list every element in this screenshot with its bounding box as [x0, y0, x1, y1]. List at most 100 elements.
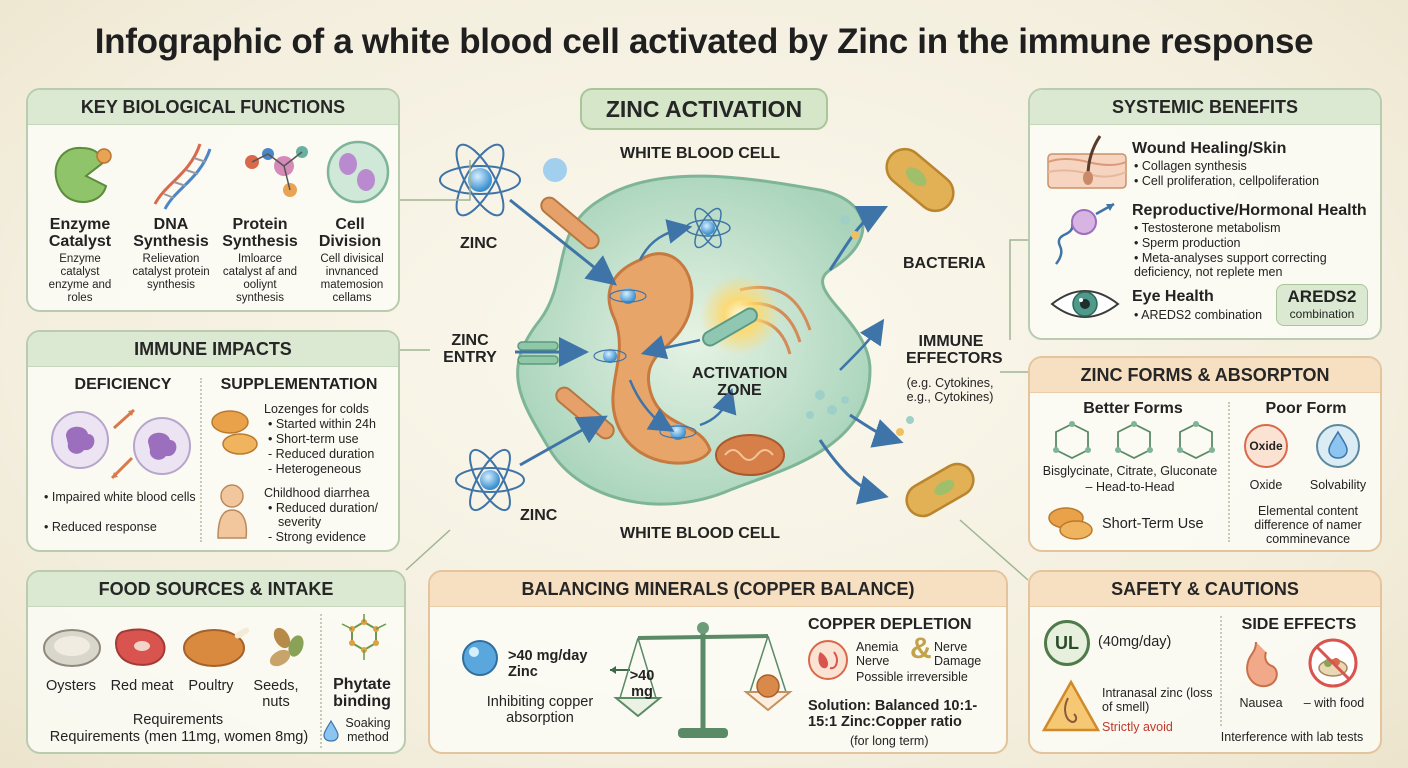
solubility-icon — [1316, 424, 1360, 468]
nausea-label: Nausea — [1239, 696, 1283, 710]
eye-icon — [1050, 290, 1120, 318]
diarrhea-title: Childhood diarrhea — [264, 486, 370, 500]
nerve-damage-label: Nerve Damage — [934, 640, 982, 668]
elemental-content-label: Elemental content difference of namer co… — [1254, 504, 1362, 546]
repro-bullet-2: • Sperm production — [1134, 236, 1241, 250]
deficiency-bullet-1: • Impaired white blood cells — [44, 490, 196, 504]
short-term-use-label: Short-Term Use — [1102, 516, 1204, 532]
poor-form-label: Poor Form — [1265, 400, 1347, 417]
wbc-label-top: WHITE BLOOD CELL — [620, 145, 780, 162]
organ-icon — [808, 640, 848, 680]
protein-synthesis-title: Protein Synthesis — [222, 216, 298, 250]
zinc-atom-top — [439, 143, 521, 217]
zinc-activation-badge: ZINC ACTIVATION — [580, 88, 828, 130]
eye-bullet: • AREDS2 combination — [1134, 308, 1263, 322]
repro-bullet-1: • Testosterone metabolism — [1134, 221, 1281, 235]
bacteria-label: BACTERIA — [903, 255, 986, 272]
wound-healing-title: Wound Healing/Skin — [1132, 140, 1287, 157]
diarrhea-bullet-1: • Reduced duration/ — [268, 501, 379, 515]
water-drop-icon — [323, 720, 339, 742]
child-icon — [217, 484, 248, 539]
food-red-meat: Red meat — [110, 678, 174, 694]
side-effects-title: SIDE EFFECTS — [1241, 616, 1357, 633]
areds2-badge-sub: combination — [1289, 307, 1355, 321]
copper-depletion-title: COPPER DEPLETION — [808, 616, 972, 633]
dna-synthesis-title: DNA Synthesis — [133, 216, 209, 250]
lozenge-icon — [211, 410, 258, 455]
food-oysters: Oysters — [46, 678, 96, 694]
better-forms-label: Better Forms — [1083, 400, 1183, 417]
red-meat-icon — [115, 628, 166, 666]
long-term-label: (for long term) — [850, 734, 929, 748]
zinc-entry-label: ZINC ENTRY — [443, 332, 497, 366]
enzyme-catalyst-title: Enzyme Catalyst — [48, 216, 112, 250]
head-to-head-label: – Head-to-Head — [1085, 480, 1175, 494]
anemia-label: Anemia Nerve — [856, 640, 899, 668]
mitochondrion — [715, 434, 785, 476]
zinc-label-top: ZINC — [460, 235, 498, 252]
activation-zone-label: ACTIVATION ZONE — [692, 365, 788, 399]
immune-effectors-label: IMMUNE EFFECTORS — [906, 333, 1003, 367]
immune-effectors-sub: (e.g. Cytokines, e.g., Cytokines) — [906, 376, 994, 404]
lozenges-bullet-4: - Heterogeneous — [268, 462, 362, 476]
food-sources-header: FOOD SOURCES & INTAKE — [28, 572, 404, 607]
better-forms-list: Bisglycinate, Citrate, Gluconate — [1042, 464, 1218, 478]
areds2-badge: AREDS2 combination — [1276, 284, 1368, 326]
zinc-atom-bottom — [455, 448, 525, 512]
supplementation-label: SUPPLEMENTATION — [220, 376, 378, 393]
forms-header: ZINC FORMS & ABSORPTON — [1030, 358, 1380, 393]
enzyme-icon — [54, 146, 112, 204]
molecule-icons — [1053, 421, 1215, 460]
solvability-label: Solvability — [1309, 478, 1367, 492]
systemic-header: SYSTEMIC BENEFITS — [1030, 90, 1380, 125]
safety-header: SAFETY & CAUTIONS — [1030, 572, 1380, 607]
lozenges-title: Lozenges for colds — [264, 402, 369, 416]
wound-bullet-1: • Collagen synthesis — [1134, 159, 1247, 173]
lozenges-bullet-1: • Started within 24h — [268, 417, 376, 431]
lozenges-bullet-3: - Reduced duration — [268, 447, 375, 461]
key-functions-header: KEY BIOLOGICAL FUNCTIONS — [28, 90, 398, 125]
seeds-icon — [269, 627, 304, 667]
inhibit-label: Inhibiting copper absorption — [486, 694, 594, 726]
lozenges-bullet-2: • Short-term use — [268, 432, 359, 446]
possible-irreversible-label: Possible irreversible — [856, 670, 968, 684]
food-poultry: Poultry — [188, 678, 234, 694]
wbc-label-bottom: WHITE BLOOD CELL — [620, 525, 780, 542]
panel-safety: SAFETY & CAUTIONS UL (40mg/day) Intranas… — [1028, 570, 1382, 754]
skin-icon — [1047, 135, 1127, 189]
bacteria-bottom — [905, 462, 975, 518]
balance-scale-icon — [610, 622, 793, 738]
soaking-method-label: Soaking method — [345, 716, 391, 744]
panel-balancing-minerals: BALANCING MINERALS (COPPER BALANCE) >40 … — [428, 570, 1008, 754]
deficiency-cells-icon — [51, 408, 191, 480]
nucleus — [607, 252, 712, 465]
balancing-header: BALANCING MINERALS (COPPER BALANCE) — [430, 572, 1006, 607]
with-food-label: – with food — [1303, 696, 1365, 710]
interference-label: Interference with lab tests — [1220, 730, 1364, 744]
zinc-sphere-icon — [462, 640, 498, 676]
zinc-label-bottom: ZINC — [520, 507, 558, 524]
phytate-binding-label: Phytate binding — [333, 676, 391, 710]
protein-synthesis-desc: Imloarce catalyst af and ooliynt synthes… — [222, 253, 298, 304]
repro-title: Reproductive/Hormonal Health — [1132, 202, 1367, 219]
ampersand: & — [910, 632, 932, 665]
repro-bullet-3: • Meta-analyses support correcting defic… — [1134, 251, 1327, 279]
deficiency-label: DEFICIENCY — [74, 376, 172, 393]
center-diagram — [439, 143, 975, 518]
immune-impacts-header: IMMUNE IMPACTS — [28, 332, 398, 367]
panel-systemic-benefits: SYSTEMIC BENEFITS Wound Healing/Skin • C… — [1028, 88, 1382, 340]
dna-synthesis-desc: Relievation catalyst protein synthesis — [132, 253, 210, 291]
panel-zinc-forms: ZINC FORMS & ABSORPTON Better Forms Bisg… — [1028, 356, 1382, 552]
poultry-icon — [183, 627, 250, 667]
panel-immune-impacts: IMMUNE IMPACTS DEFICIENCY SUPPLEMENTATIO… — [26, 330, 400, 552]
areds2-badge-title: AREDS2 — [1287, 287, 1357, 306]
warning-triangle-icon — [1041, 679, 1101, 732]
tablet-icon — [1048, 507, 1093, 540]
panel-key-functions: KEY BIOLOGICAL FUNCTIONS Enzyme Catalyst… — [26, 88, 400, 312]
diarrhea-bullet-2: severity — [278, 515, 322, 529]
ul-dose-label: (40mg/day) — [1098, 634, 1172, 650]
dna-icon — [153, 143, 212, 210]
scale-dose-label: >40 mg — [629, 668, 655, 700]
oxide-label: Oxide — [1249, 478, 1283, 492]
no-food-icon — [1308, 638, 1358, 688]
